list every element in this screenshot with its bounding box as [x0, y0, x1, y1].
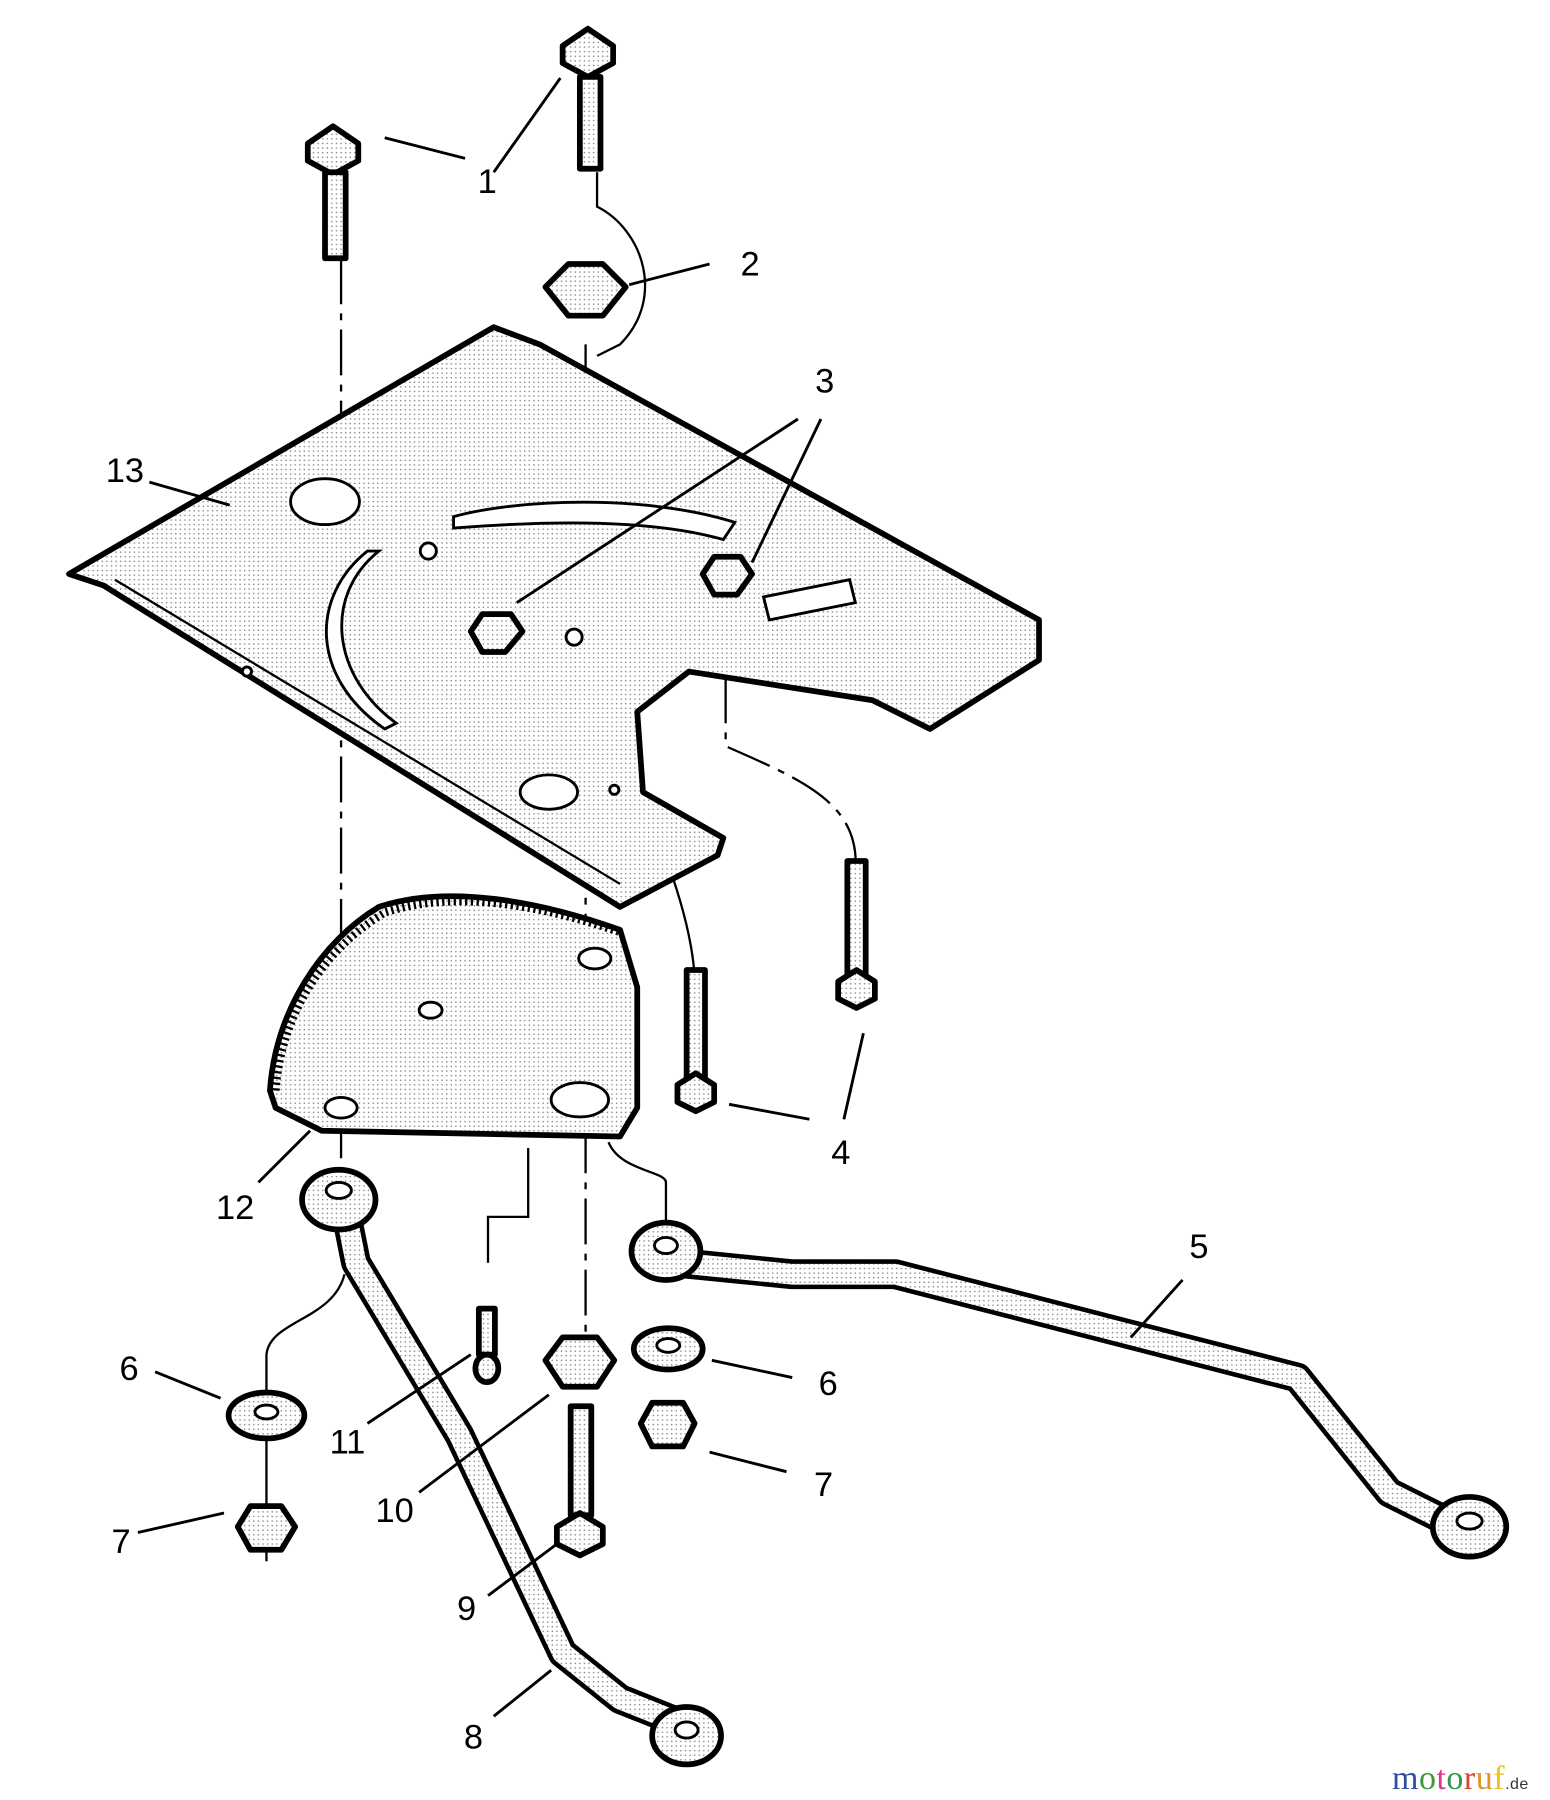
mounting-plate: [66, 324, 1042, 910]
lock-nut: [637, 1399, 698, 1450]
callout-3: 3: [815, 363, 834, 401]
callout-7-left: 7: [111, 1523, 130, 1561]
callout-10: 10: [376, 1492, 414, 1530]
callout-7-right: 7: [814, 1466, 833, 1504]
stud: [835, 858, 878, 1011]
bolt: [304, 123, 362, 262]
stud: [674, 967, 718, 1115]
flange-nut: [467, 611, 526, 655]
drag-link-right: [628, 1219, 1510, 1560]
leader-lines: [137, 77, 1184, 1718]
stud: [472, 1305, 502, 1386]
callout-6-left: 6: [120, 1350, 139, 1388]
flange-nut: [542, 1334, 618, 1390]
callout-6-right: 6: [819, 1365, 838, 1403]
drag-link-left: [299, 1166, 724, 1768]
callout-4: 4: [831, 1134, 850, 1172]
washer: [630, 1325, 706, 1373]
callout-5: 5: [1189, 1228, 1208, 1266]
sector-gear: [267, 893, 641, 1140]
callout-8: 8: [464, 1718, 483, 1756]
bolt: [554, 1403, 606, 1559]
washer: [225, 1389, 308, 1442]
flange-nut: [699, 553, 755, 598]
callout-9: 9: [457, 1590, 476, 1628]
watermark-logo: motoruf.de: [1392, 1760, 1529, 1797]
callout-1: 1: [478, 163, 497, 201]
callout-11: 11: [330, 1423, 366, 1461]
callout-13: 13: [106, 452, 144, 490]
callout-2: 2: [741, 246, 760, 284]
lock-nut: [234, 1503, 299, 1553]
flange-nut: [542, 261, 629, 319]
bolt: [559, 25, 617, 172]
callout-12: 12: [216, 1189, 254, 1227]
